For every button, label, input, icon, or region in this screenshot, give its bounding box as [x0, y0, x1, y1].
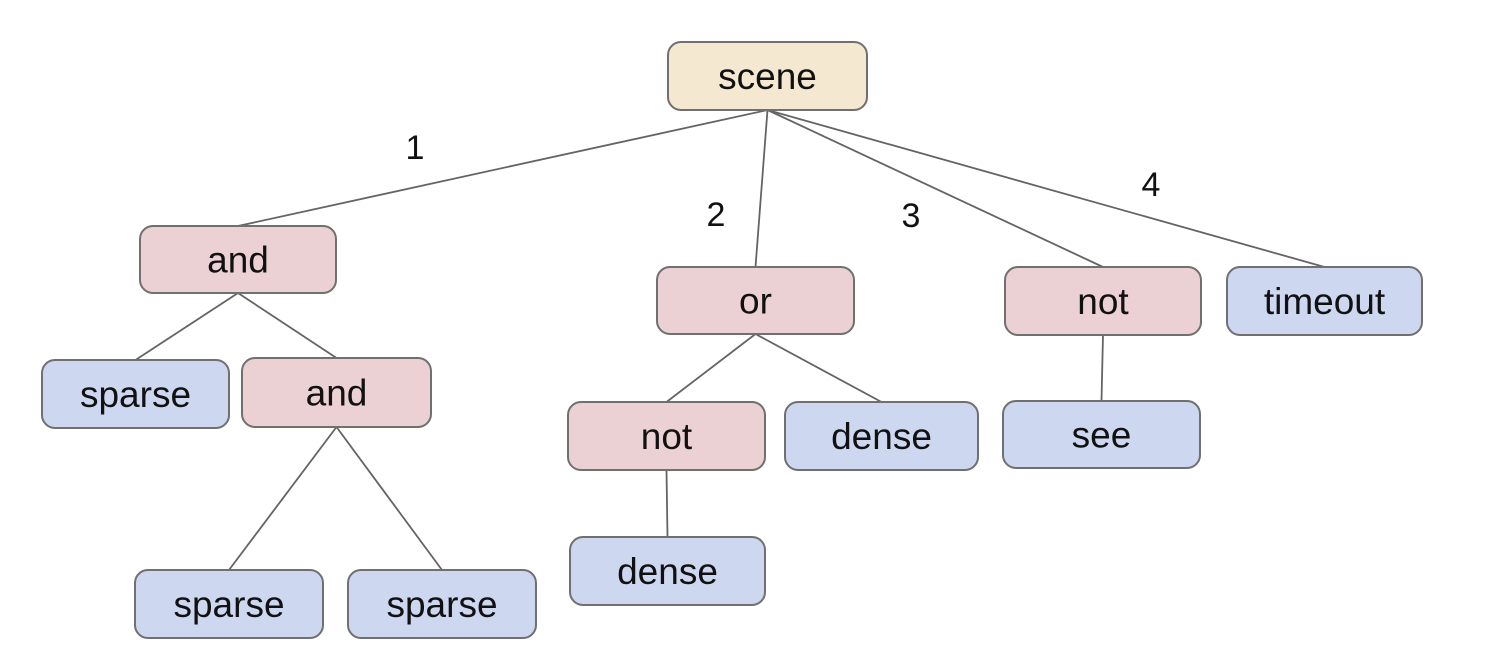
- node-box-and2-and: [241, 357, 432, 428]
- edge-and1-to-sparse1: [135, 292, 239, 361]
- node-box-sparse3-sparse: [347, 569, 537, 639]
- edge-or1-to-dense1: [755, 333, 882, 403]
- node-label-dense2: dense: [617, 551, 718, 592]
- node-box-not1-not: [1004, 266, 1202, 336]
- node-box-see1-see: [1002, 400, 1201, 469]
- node-box-sparse2-sparse: [134, 569, 324, 639]
- node-box-dense2-dense: [569, 536, 766, 606]
- node-box-dense1-dense: [784, 401, 979, 471]
- edge-not1-to-see1: [1100, 334, 1104, 402]
- edge-and1-to-and2: [237, 292, 337, 359]
- edge-label-scene-to-or1: 2: [707, 196, 726, 234]
- node-label-not1: not: [1077, 281, 1129, 322]
- edge-scene-to-timeout1: [767, 109, 1325, 268]
- node-label-scene: scene: [718, 56, 817, 97]
- node-label-sparse2: sparse: [173, 584, 284, 625]
- edge-not2-to-dense2: [665, 469, 669, 538]
- node-box-not2-not: [567, 401, 766, 471]
- node-box-and1-and: [139, 225, 337, 294]
- node-label-timeout1: timeout: [1264, 281, 1386, 322]
- node-label-not2: not: [641, 416, 693, 457]
- edge-label-scene-to-not1: 3: [902, 197, 921, 235]
- edge-label-scene-to-and1: 1: [406, 129, 425, 167]
- node-label-sparse3: sparse: [386, 584, 497, 625]
- node-box-timeout1-timeout: [1226, 266, 1423, 336]
- edge-and2-to-sparse3: [335, 426, 443, 571]
- edge-scene-to-or1: [754, 109, 769, 268]
- node-label-dense1: dense: [831, 416, 932, 457]
- node-label-see1: see: [1072, 415, 1132, 456]
- edge-or1-to-not2: [665, 333, 757, 403]
- node-label-and2: and: [306, 373, 368, 414]
- node-box-or1-or: [656, 266, 855, 335]
- node-label-sparse1: sparse: [80, 374, 191, 415]
- node-box-sparse1-sparse: [41, 359, 230, 429]
- edge-scene-to-not1: [767, 109, 1104, 268]
- edge-scene-to-and1: [237, 109, 768, 227]
- node-box-scene-scene: [667, 41, 868, 111]
- edge-label-scene-to-timeout1: 4: [1142, 166, 1161, 204]
- edge-and2-to-sparse2: [228, 426, 338, 571]
- node-label-or1: or: [739, 281, 772, 322]
- node-label-and1: and: [207, 240, 269, 281]
